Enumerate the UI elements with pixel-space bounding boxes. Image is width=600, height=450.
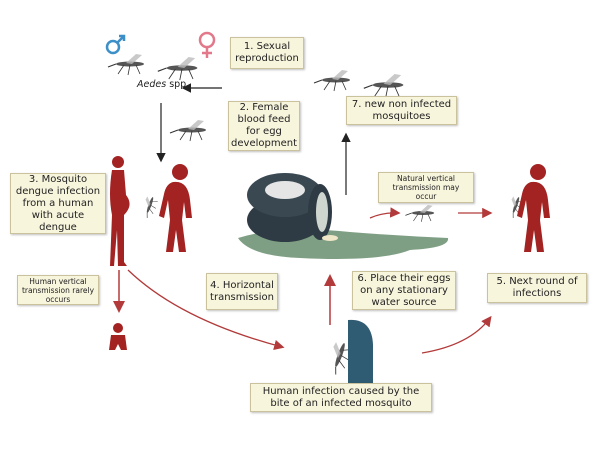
step-2-box: 2. Female blood feed for egg development <box>228 101 300 151</box>
female-symbol-icon <box>198 31 216 58</box>
skin-surface <box>348 319 373 385</box>
tires-icon <box>247 173 338 242</box>
step-1-box: 1. Sexual reproduction <box>230 37 304 69</box>
step-5-box: 5. Next round of infections <box>487 273 587 303</box>
human-infection-box: Human infection caused by the bite of an… <box>250 383 432 412</box>
step-7-box: 7. new non infected mosquitoes <box>346 96 457 125</box>
species-label: Aedes spp. <box>137 79 189 90</box>
species-suffix: spp. <box>166 79 190 90</box>
human-vertical-note: Human vertical transmission rarely occur… <box>17 275 99 305</box>
genus-name: Aedes <box>137 79 167 90</box>
baby-icon <box>109 323 127 350</box>
natural-vertical-note: Natural vertical transmission may occur <box>378 172 474 203</box>
pregnant-woman-icon <box>110 156 130 266</box>
step-3-box: 3. Mosquito dengue infection from a huma… <box>10 173 106 234</box>
step-6-box: 6. Place their eggs on any stationary wa… <box>352 271 456 310</box>
male-symbol-icon <box>105 34 126 55</box>
step-4-box: 4. Horizontal transmission <box>206 273 278 310</box>
